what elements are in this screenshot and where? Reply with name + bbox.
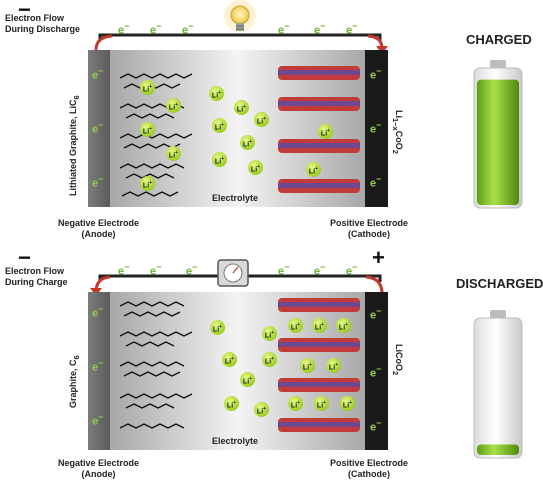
cathode-electron: e−: [370, 174, 382, 190]
anode-electron: e−: [92, 358, 104, 374]
wire-electron: e−: [314, 262, 326, 278]
lithium-ion: Li+: [240, 372, 255, 387]
cathode-compound-label: Li1−xCoO2: [391, 110, 404, 154]
ammeter-icon: [217, 259, 249, 287]
cathode-electron: e−: [370, 364, 382, 380]
wire-electron: e−: [182, 21, 194, 37]
state-label: DISCHARGED: [456, 276, 543, 291]
lithium-ion: Li+: [314, 396, 329, 411]
graphite-layers: [119, 301, 193, 429]
electron-flow-label: Electron Flow During Charge: [5, 266, 68, 287]
anode-plate: [88, 292, 110, 450]
positive-electrode-label: Positive Electrode(Cathode): [330, 218, 409, 239]
cathode-electron: e−: [370, 418, 382, 434]
lithium-ion: Li+: [166, 146, 181, 161]
lithium-ion: Li+: [140, 80, 155, 95]
anode-electron: e−: [92, 120, 104, 136]
cathode-compound-label: LiCoO2: [391, 344, 404, 376]
wire-electron: e−: [278, 262, 290, 278]
battery-charge-level: [477, 444, 519, 455]
wire-electron: e−: [186, 262, 198, 278]
lithium-ion: Li+: [262, 352, 277, 367]
wire-electron: e−: [346, 21, 358, 37]
lithium-ion: Li+: [140, 122, 155, 137]
lithium-ion: Li+: [140, 176, 155, 191]
anode-compound-label: Graphite, C6: [68, 355, 81, 408]
negative-terminal-sign: −: [18, 0, 31, 22]
lithium-ion: Li+: [288, 318, 303, 333]
battery-icon: [473, 60, 523, 209]
electron-flow-arrow-left: [94, 34, 113, 51]
anode-electron: e−: [92, 412, 104, 428]
electron-flow-arrow-right: [365, 275, 384, 293]
cobalt-oxide-layers: [278, 66, 360, 193]
lithium-ion: Li+: [262, 326, 277, 341]
anode-electron: e−: [92, 66, 104, 82]
anode-electron: e−: [92, 304, 104, 320]
cathode-electron: e−: [370, 306, 382, 322]
lithium-ion: Li+: [300, 358, 315, 373]
discharged-cell: Electron Flow During Charge − + e− e− e−…: [0, 240, 543, 482]
electron-flow-label: Electron Flow During Discharge: [5, 13, 80, 35]
lithium-ion: Li+: [222, 352, 237, 367]
positive-electrode-label: Positive Electrode(Cathode): [330, 458, 409, 479]
lithium-ion: Li+: [306, 162, 321, 177]
wire-electron: e−: [278, 21, 290, 37]
cathode-plate: [365, 50, 388, 207]
cobalt-oxide-layers: [278, 298, 360, 432]
wire-electron: e−: [118, 21, 130, 37]
lithium-ion: Li+: [340, 396, 355, 411]
battery-charge-level: [477, 79, 519, 205]
negative-terminal-sign: −: [18, 245, 31, 270]
wire-electron: e−: [314, 21, 326, 37]
lithium-ion: Li+: [326, 358, 341, 373]
lithium-ion: Li+: [248, 160, 263, 175]
external-circuit-wire: [98, 33, 382, 40]
electrolyte-label: Electrolyte: [212, 193, 259, 203]
lithium-ion: Li+: [318, 124, 333, 139]
flow-line-1: Electron Flow: [5, 13, 65, 23]
cathode-plate: [365, 292, 388, 450]
electrolyte-label: Electrolyte: [212, 436, 259, 446]
lithium-ion: Li+: [336, 318, 351, 333]
cathode-electron: e−: [370, 120, 382, 136]
wire-electron: e−: [150, 262, 162, 278]
light-bulb-icon: [224, 0, 256, 32]
charged-cell: Electron Flow During Discharge − e− e− e…: [0, 0, 543, 240]
lithium-ion: Li+: [234, 100, 249, 115]
anode-compound-label: Lithiated Graphite, LiC6: [68, 95, 81, 196]
lithium-ion: Li+: [240, 135, 255, 150]
charged-cell-drawing: [88, 0, 523, 209]
lithium-ion: Li+: [210, 320, 225, 335]
lithium-ion: Li+: [224, 396, 239, 411]
cathode-electron: e−: [370, 66, 382, 82]
lithium-ion: Li+: [254, 402, 269, 417]
positive-terminal-sign: +: [372, 245, 385, 270]
lithium-ion: Li+: [209, 86, 224, 101]
negative-electrode-label: Negative Electrode(Anode): [58, 458, 140, 479]
lithium-ion: Li+: [166, 98, 181, 113]
wire-electron: e−: [346, 262, 358, 278]
flow-line-2: During Discharge: [5, 24, 81, 34]
lithium-ion: Li+: [254, 112, 269, 127]
anode-plate: [88, 50, 110, 207]
lithium-ion: Li+: [212, 152, 227, 167]
wire-electron: e−: [150, 21, 162, 37]
lithium-ion: Li+: [212, 118, 227, 133]
state-label: CHARGED: [466, 32, 532, 47]
negative-electrode-label: Negative Electrode(Anode): [58, 218, 140, 239]
lithium-ion: Li+: [312, 318, 327, 333]
anode-electron: e−: [92, 174, 104, 190]
lithium-ion: Li+: [288, 396, 303, 411]
wire-electron: e−: [118, 262, 130, 278]
battery-icon: [473, 310, 523, 459]
